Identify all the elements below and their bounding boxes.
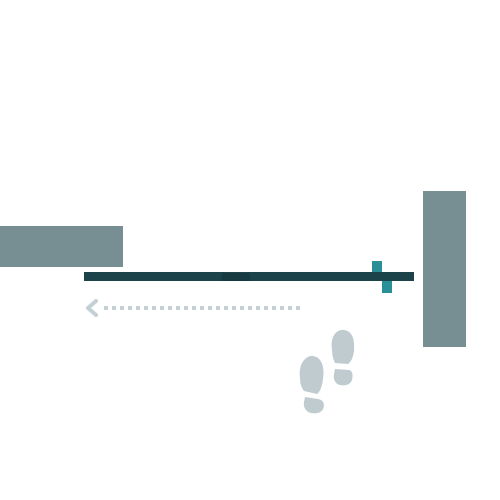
footprint-right-icon	[331, 329, 355, 386]
bar-joint	[222, 273, 250, 281]
sliding-bar	[84, 272, 414, 281]
arrow-head	[86, 299, 98, 317]
bar-marker-bottom	[382, 281, 392, 293]
slide-direction-arrow	[86, 299, 304, 317]
bar-marker-top	[372, 261, 382, 272]
bar-marker	[372, 261, 392, 293]
footprints-icon	[299, 329, 355, 414]
left-wall	[0, 226, 123, 267]
footprint-left-icon	[299, 355, 324, 414]
right-wall	[423, 191, 466, 347]
